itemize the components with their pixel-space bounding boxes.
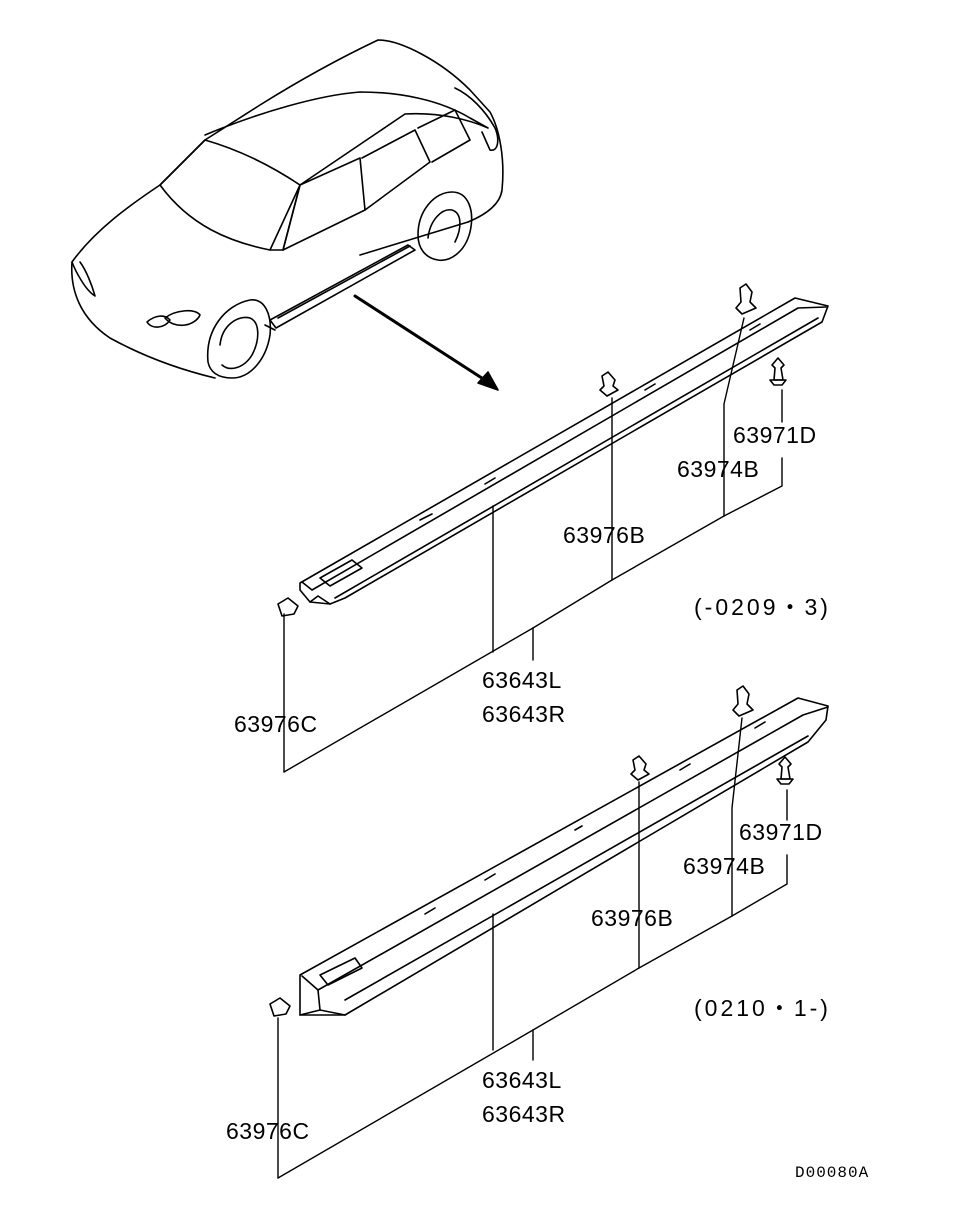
clip-63976B-lower <box>630 755 650 781</box>
side-sill-upper <box>299 297 829 605</box>
direction-arrow <box>353 294 499 391</box>
clip-63974B-lower <box>732 685 754 717</box>
part-label-63974B-lower: 63974B <box>683 853 766 879</box>
range-label-upper: (-0209・3) <box>694 594 831 620</box>
clip-63976C-lower <box>269 997 291 1017</box>
clip-63971D-upper <box>769 357 787 386</box>
part-label-63976B-lower: 63976B <box>591 905 674 931</box>
vehicle-illustration <box>70 39 504 379</box>
leader-lines-lower <box>277 717 788 1179</box>
range-label-lower: (0210・1-) <box>694 995 831 1021</box>
clip-63976C-upper <box>277 597 299 617</box>
part-label-63643R-upper: 63643R <box>482 701 566 727</box>
clip-63971D-lower <box>776 756 794 785</box>
drawing-code: D00080A <box>795 1164 870 1182</box>
clip-63976B-upper <box>599 371 619 397</box>
part-label-63971D-lower: 63971D <box>739 819 823 845</box>
part-label-63976C-upper: 63976C <box>234 711 318 737</box>
part-label-63976C-lower: 63976C <box>226 1118 310 1144</box>
clip-63974B-upper <box>735 283 757 315</box>
leader-lines-upper <box>283 317 783 773</box>
part-label-63974B-upper: 63974B <box>677 456 760 482</box>
part-label-63643L-upper: 63643L <box>482 667 562 693</box>
part-label-63976B-upper: 63976B <box>563 522 646 548</box>
part-label-63971D-upper: 63971D <box>733 422 817 448</box>
side-sill-lower <box>299 697 829 1016</box>
part-label-63643L-lower: 63643L <box>482 1067 562 1093</box>
part-label-63643R-lower: 63643R <box>482 1101 566 1127</box>
